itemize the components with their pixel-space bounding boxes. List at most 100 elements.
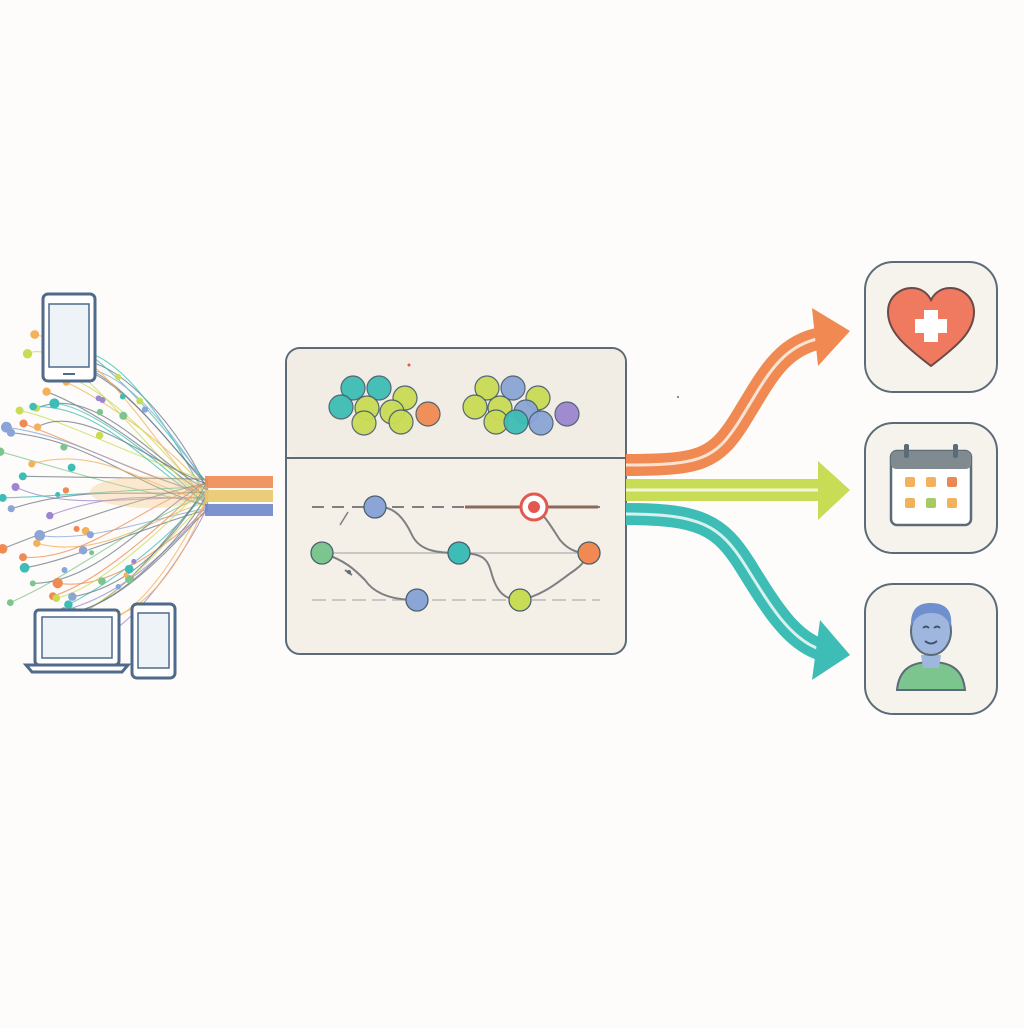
particle-trail <box>22 481 209 558</box>
particle-dot <box>0 447 5 456</box>
particle-dot <box>33 423 42 431</box>
timeline-node <box>508 588 532 612</box>
particle-dot <box>29 402 37 411</box>
particle-dot <box>19 419 28 428</box>
bubble-clusters <box>328 375 580 436</box>
particle-dot <box>68 592 77 601</box>
particle-dot <box>42 387 51 396</box>
cluster-right <box>462 375 580 436</box>
smartphone-icon <box>41 292 97 383</box>
particle-dot <box>19 553 27 562</box>
cluster-bubble <box>528 410 554 436</box>
input-streams <box>90 476 273 516</box>
tablet-icon <box>130 602 177 680</box>
cluster-bubble <box>388 409 414 435</box>
particle-dot <box>67 463 76 472</box>
particle-dot <box>60 443 68 451</box>
timeline-nodes <box>310 492 601 612</box>
heart-plus-icon <box>886 286 976 368</box>
particle-dot <box>7 505 15 513</box>
particle-trail <box>73 490 209 612</box>
input-stream-orange <box>205 476 273 488</box>
output-card-schedule <box>864 422 998 554</box>
particle-dot <box>33 539 41 547</box>
output-card-person <box>864 583 998 715</box>
particle-dot <box>11 483 20 491</box>
timeline-node <box>363 495 387 519</box>
particle-dot <box>29 580 36 587</box>
laptop-icon <box>22 608 132 674</box>
particle-dot <box>131 558 137 564</box>
particle-dot <box>30 330 40 339</box>
particle-trail <box>63 502 209 612</box>
particle-trail <box>10 493 209 604</box>
particle-trail <box>22 475 209 480</box>
cluster-left <box>328 375 441 436</box>
particle-dot <box>95 431 104 440</box>
particle-dot <box>62 487 70 494</box>
particle-dot <box>136 397 144 405</box>
particle-dot <box>52 594 61 603</box>
particle-dot <box>115 583 122 590</box>
timeline-node <box>310 541 334 565</box>
processor-panel <box>285 347 627 655</box>
particle-dot <box>119 411 128 420</box>
timeline-node <box>405 588 429 612</box>
particle-dot <box>19 562 30 573</box>
particle-dot <box>119 393 126 400</box>
particle-trail <box>2 482 209 550</box>
particle-trail <box>37 420 209 485</box>
cluster-bubble <box>474 375 500 401</box>
particle-dot <box>28 460 36 468</box>
particle-dot <box>0 493 7 502</box>
timeline-node-core <box>528 501 540 513</box>
cluster-bubble <box>366 375 392 401</box>
particle-dot <box>6 599 14 606</box>
cluster-bubble <box>554 401 580 427</box>
output-card-health <box>864 261 998 393</box>
particle-trail <box>68 486 209 606</box>
particle-dot <box>34 530 46 541</box>
particle-dot <box>22 349 33 359</box>
particle-trail <box>46 391 209 499</box>
particle-dot <box>124 564 134 574</box>
output-arrows <box>625 308 850 680</box>
input-stream-blue <box>205 504 273 516</box>
particle-trail <box>6 426 209 495</box>
particle-trail <box>72 478 209 598</box>
particle-dot <box>123 572 129 578</box>
timeline-node <box>577 541 601 565</box>
particle-trail <box>52 479 209 597</box>
cluster-bubble <box>351 410 377 436</box>
particle-trail <box>2 485 209 499</box>
particle-dot <box>115 373 122 381</box>
cluster-bubble <box>503 409 529 435</box>
particle-dot <box>64 600 73 609</box>
particle-dot <box>98 577 106 585</box>
particle-dot <box>55 491 61 498</box>
particle-dot <box>78 546 88 555</box>
cluster-bubble <box>500 375 526 401</box>
particle-dot <box>95 395 102 402</box>
particle-dot <box>49 398 60 409</box>
particle-dot <box>15 406 24 415</box>
cluster-bubble <box>462 394 488 420</box>
particle-dot <box>86 531 94 539</box>
particle-trail <box>56 481 209 599</box>
timeline-node <box>447 541 471 565</box>
input-stream-yellow <box>205 490 273 502</box>
particle-dot <box>0 543 8 554</box>
particle-dot <box>18 472 27 481</box>
arrow-to-person <box>625 503 850 680</box>
particle-trail <box>66 381 209 495</box>
cluster-bubble <box>328 394 354 420</box>
particle-dot <box>89 550 95 556</box>
particle-trail <box>36 501 209 548</box>
calendar-icon <box>889 444 973 527</box>
particle-trail <box>19 410 209 482</box>
particle-dot <box>73 525 80 532</box>
cluster-bubble <box>340 375 366 401</box>
particle-trail <box>49 495 209 517</box>
particle-dot <box>96 408 104 416</box>
